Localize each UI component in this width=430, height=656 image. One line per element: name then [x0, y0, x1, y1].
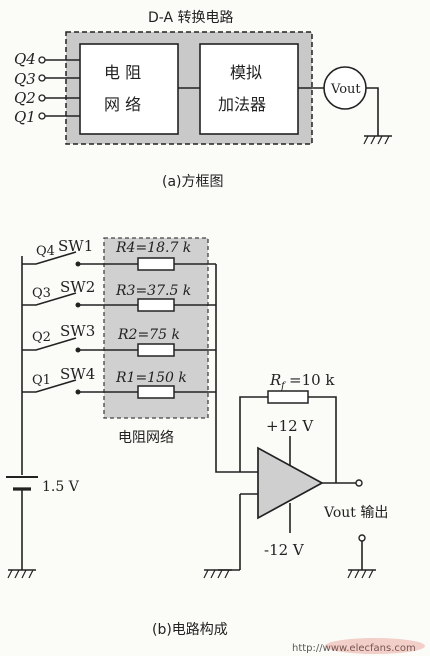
network-region-label: 电阻网络 [118, 430, 174, 446]
block-input-q4: Q4 [14, 50, 36, 68]
adder-label-line1: 模拟 [230, 63, 262, 82]
battery-ground-icon [7, 569, 36, 579]
row4-sw-label: SW4 [60, 365, 95, 383]
analog-adder-block [199, 43, 299, 135]
block-title: D-A 转换电路 [148, 9, 234, 26]
row3-r-label: R2=75 k [117, 327, 180, 343]
battery-icon [6, 476, 38, 491]
block-inputs [38, 56, 80, 120]
positive-supply-label: +12 V [266, 417, 314, 435]
block-caption: (a)方框图 [162, 174, 224, 190]
rf-subscript: f [280, 381, 287, 392]
circuit-caption: (b)电路构成 [152, 622, 228, 638]
switch-row-1 [22, 251, 216, 271]
row2-r-label: R3=37.5 k [115, 283, 191, 299]
block-input-q3: Q3 [14, 70, 36, 88]
vout-meter-label: Vout [330, 82, 361, 97]
adder-label-line2: 加法器 [218, 95, 266, 114]
output-label: Vout 输出 [323, 505, 388, 521]
output-terminal [355, 479, 363, 487]
row3-sw-label: SW3 [60, 322, 95, 340]
watermark-text: http://www.elecfans.com [292, 643, 416, 654]
block-input-labels: Q4 Q3 Q2 Q1 [14, 50, 36, 126]
row4-q-label: Q1 [32, 373, 51, 388]
output-ground-terminal [358, 534, 366, 542]
block-ground-icon [363, 135, 392, 145]
row1-q-label: Q4 [36, 244, 55, 259]
battery-voltage: 1.5 V [42, 479, 80, 495]
feedback-right-wire [308, 396, 337, 483]
bus-to-opamp [215, 392, 258, 473]
row4-r-label: R1=150 k [115, 370, 187, 386]
switch-row-2 [22, 292, 216, 312]
switch-row-3 [22, 337, 216, 357]
block-input-q2: Q2 [14, 89, 36, 107]
network-label-line1: 电 阻 [104, 63, 141, 82]
opamp-triangle [257, 446, 324, 520]
negative-supply-label: -12 V [264, 541, 305, 559]
opamp-ground-icon [203, 569, 232, 579]
network-label-line2: 网 络 [104, 95, 141, 114]
rf-value: =10 k [289, 371, 335, 389]
feedback-resistor [267, 390, 309, 404]
watermark-logo [325, 638, 425, 654]
block-input-q1: Q1 [14, 108, 36, 126]
resistor-network-block [79, 43, 179, 135]
feedback-left-wire [239, 396, 268, 472]
row2-sw-label: SW2 [60, 278, 95, 296]
meter-ground-wire [366, 87, 379, 136]
rf-symbol: R [269, 371, 281, 389]
row1-r-label: R4=18.7 k [115, 240, 191, 256]
output-ground-icon [347, 569, 376, 579]
row3-q-label: Q2 [32, 330, 51, 345]
row1-sw-label: SW1 [58, 237, 93, 255]
row2-q-label: Q3 [32, 286, 51, 301]
switch-row-4 [22, 379, 216, 399]
